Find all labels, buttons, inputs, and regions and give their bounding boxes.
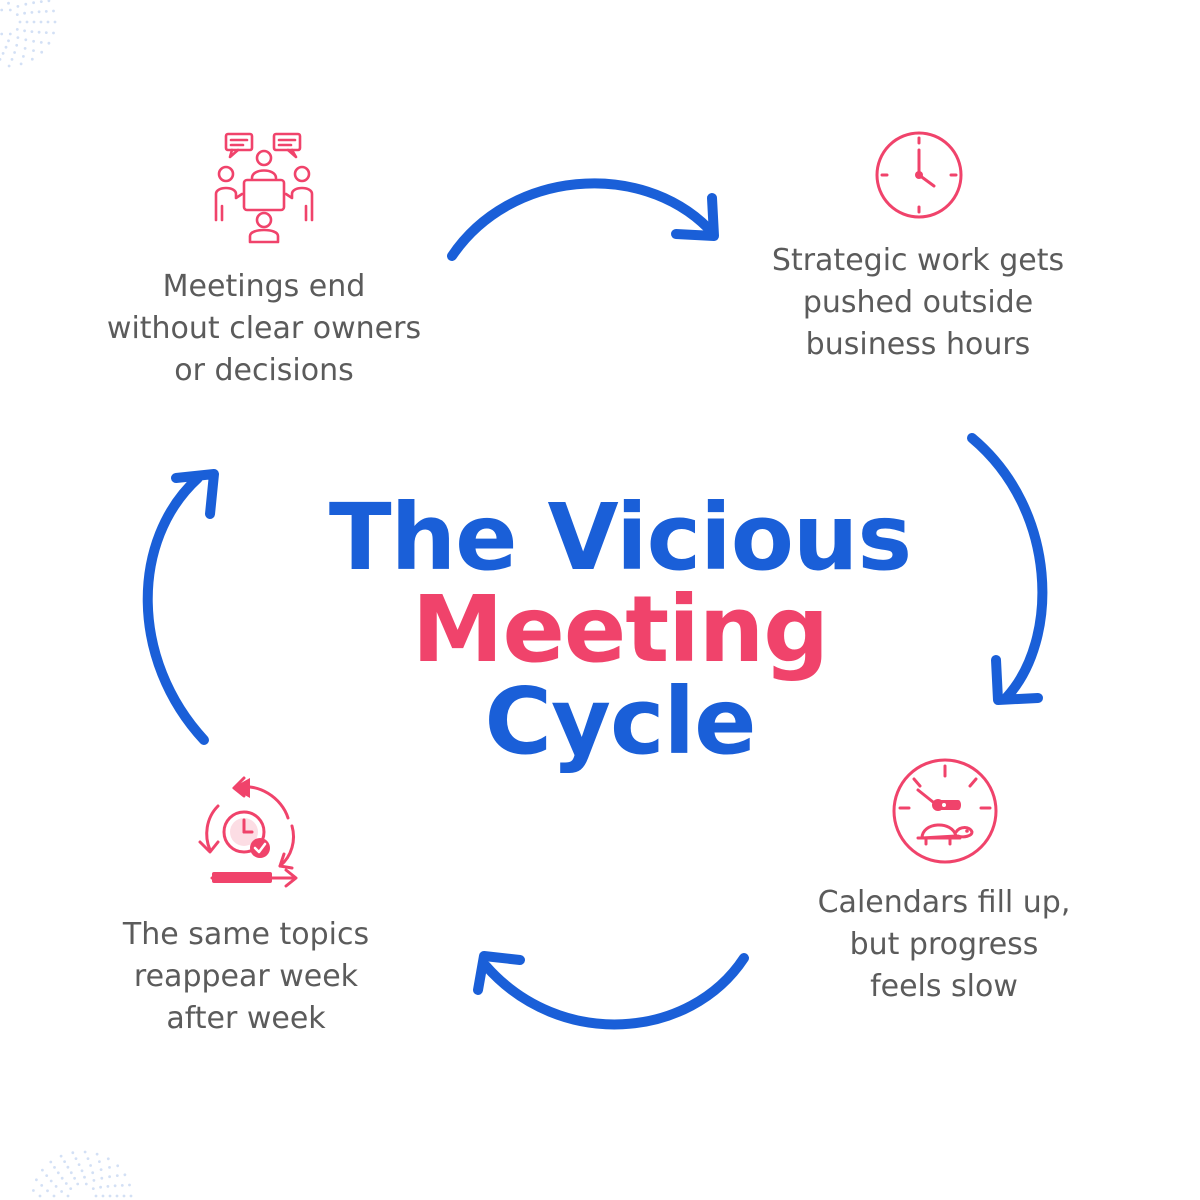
diagram-title: The Vicious Meeting Cycle bbox=[300, 492, 940, 768]
title-line-3: Cycle bbox=[484, 668, 757, 775]
meeting-people-icon bbox=[214, 132, 314, 244]
title-line-2: Meeting bbox=[411, 576, 829, 683]
step-caption-strategic-work: Strategic work gets pushed outside busin… bbox=[771, 243, 1065, 362]
speedometer-turtle-icon bbox=[892, 758, 998, 864]
arrow-top bbox=[447, 178, 719, 261]
step-caption-same-topics: The same topics reappear week after week bbox=[122, 917, 370, 1036]
step-caption-calendars-fill: Calendars fill up, but progress feels sl… bbox=[817, 885, 1071, 1004]
clock-icon bbox=[875, 131, 963, 219]
title-line-1: The Vicious bbox=[328, 484, 912, 591]
arrow-left bbox=[142, 469, 219, 745]
recurring-clock-icon bbox=[198, 776, 298, 888]
step-caption-meetings-end: Meetings end without clear owners or dec… bbox=[106, 269, 422, 388]
arrow-bottom bbox=[473, 951, 749, 1030]
arrow-right bbox=[967, 433, 1048, 705]
